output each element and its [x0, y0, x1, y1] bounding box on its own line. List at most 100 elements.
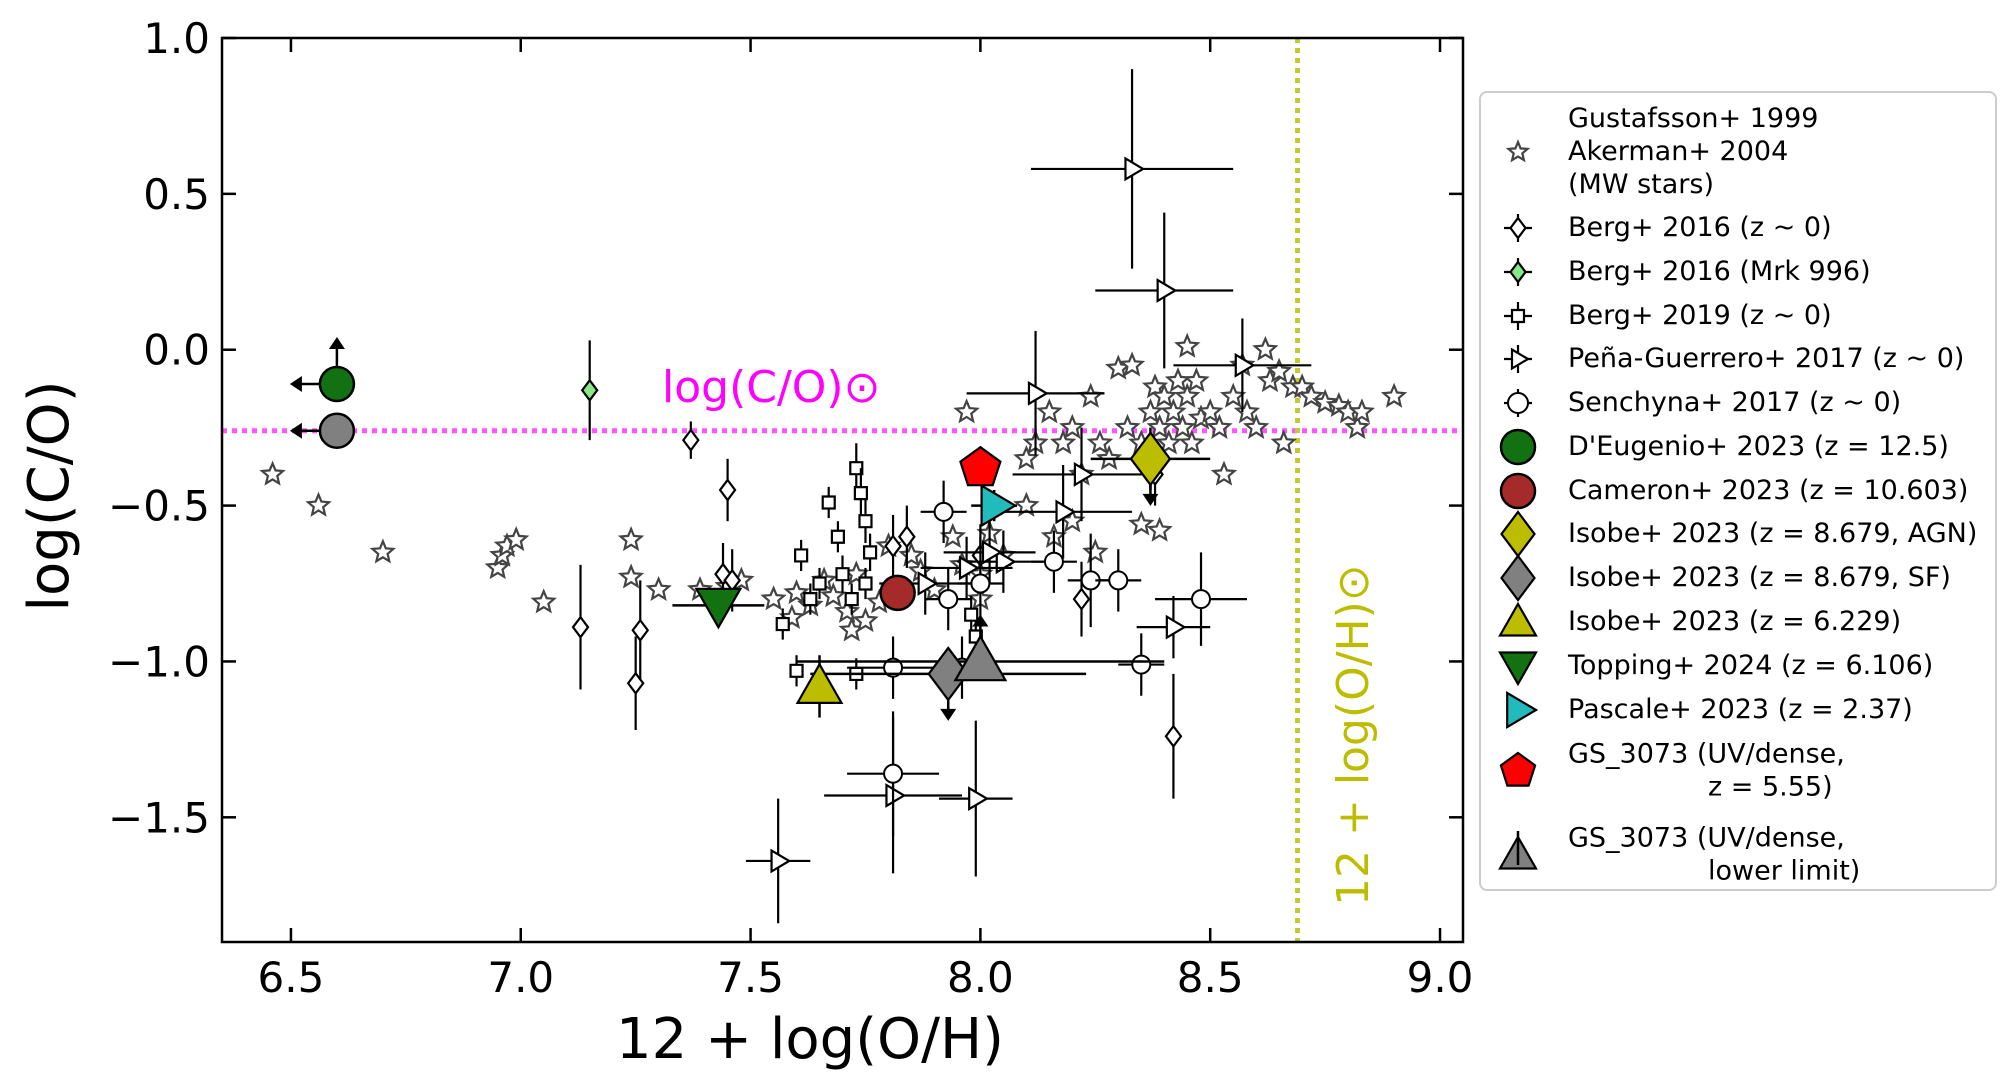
y-axis-label: log(C/O) — [17, 380, 82, 611]
legend-marker — [1499, 472, 1537, 510]
x-tick-label: 7.0 — [487, 953, 554, 1002]
highlight-series-10 — [795, 662, 844, 704]
legend-entry-7: Cameron+ 2023 (z = 10.603) — [1499, 472, 1968, 510]
data-point — [1072, 587, 1091, 611]
data-point — [803, 592, 818, 607]
legend-label: Topping+ 2024 (z = 6.106) — [1567, 650, 1933, 681]
data-point — [835, 567, 850, 582]
x-tick-label: 9.0 — [1407, 953, 1474, 1002]
data-point — [1146, 413, 1173, 439]
x-tick-label: 8.0 — [947, 953, 1014, 1002]
legend-label: Isobe+ 2023 (z = 6.229) — [1568, 606, 1901, 637]
legend-entry-2: Berg+ 2016 (Mrk 996) — [1504, 256, 1871, 287]
plot-area: log(C/O)⊙12 + log(O/H)⊙ — [222, 38, 1463, 942]
legend-label: lower limit) — [1708, 856, 1860, 887]
legend-label: Gustafsson+ 1999 — [1568, 103, 1818, 134]
legend-label: Isobe+ 2023 (z = 8.679, SF) — [1568, 562, 1951, 593]
data-point — [681, 428, 700, 452]
data-point — [1178, 429, 1206, 455]
legend-label: Senchyna+ 2017 (z ~ 0) — [1568, 387, 1901, 418]
legend-entry-9: Isobe+ 2023 (z = 8.679, SF) — [1500, 554, 1951, 602]
data-point — [1043, 551, 1064, 572]
data-point — [714, 562, 732, 586]
data-point — [1129, 430, 1172, 487]
y-tick-label: 1.0 — [143, 14, 210, 63]
solar-co-label: log(C/O)⊙ — [662, 362, 880, 413]
data-point — [1055, 499, 1077, 525]
legend-marker — [1509, 216, 1527, 240]
data-point — [852, 607, 879, 633]
highlight-series-6 — [318, 365, 356, 403]
data-point — [775, 616, 790, 632]
x-axis-label: 12 + log(O/H) — [616, 1007, 1004, 1072]
data-point — [812, 576, 827, 591]
legend-entry-4: Peña-Guerrero+ 2017 (z ~ 0) — [1504, 343, 1964, 374]
data-point — [631, 618, 650, 643]
plot-frame — [220, 36, 1465, 944]
legend-label: Isobe+ 2023 (z = 8.679, AGN) — [1568, 518, 1977, 549]
data-point — [369, 538, 396, 564]
data-point — [1036, 398, 1063, 424]
legend-label: Akerman+ 2004 — [1568, 136, 1788, 167]
data-point — [694, 587, 743, 630]
data-point — [530, 588, 557, 614]
series-1 — [571, 421, 1183, 799]
data-point — [783, 579, 810, 605]
data-point — [1174, 332, 1201, 358]
highlight-series-11 — [694, 587, 743, 630]
legend-marker — [1505, 139, 1531, 163]
data-point — [1124, 156, 1146, 182]
legend-entry-11: Topping+ 2024 (z = 6.106) — [1498, 650, 1933, 687]
data-point — [645, 576, 672, 602]
legend-marker — [1510, 308, 1526, 324]
legend-entry-12: Pascale+ 2023 (z = 2.37) — [1506, 690, 1913, 730]
data-point — [1344, 413, 1371, 439]
data-point — [1077, 382, 1104, 408]
legend-label: GS_3073 (UV/dense, — [1568, 823, 1845, 854]
data-point — [1169, 413, 1196, 439]
legend-marker — [1509, 260, 1527, 284]
data-point — [1128, 510, 1155, 536]
legend-label: Peña-Guerrero+ 2017 (z ~ 0) — [1568, 343, 1964, 374]
legend-label: GS_3073 (UV/dense, — [1568, 739, 1845, 770]
data-point — [830, 529, 846, 544]
y-tick-label: −0.5 — [108, 482, 210, 531]
data-point — [1164, 367, 1192, 393]
data-point — [1137, 398, 1164, 424]
legend-marker — [1507, 392, 1529, 414]
data-point — [259, 460, 286, 486]
legend-label: D'Eugenio+ 2023 (z = 12.5) — [1568, 431, 1949, 462]
data-point — [980, 483, 1018, 528]
data-point — [1155, 429, 1183, 455]
data-point — [858, 514, 873, 529]
legend-box — [1479, 91, 1997, 891]
data-point — [1174, 382, 1201, 408]
legend-entry-5: Senchyna+ 2017 (z ~ 0) — [1504, 387, 1901, 418]
data-point — [1183, 367, 1210, 393]
data-point — [862, 545, 878, 560]
legend-marker — [1506, 690, 1539, 730]
legend-label: z = 5.55) — [1708, 772, 1833, 803]
data-point — [1242, 413, 1270, 439]
data-point — [1131, 654, 1152, 675]
data-point — [858, 576, 873, 591]
data-point — [853, 486, 868, 501]
data-point — [580, 378, 599, 403]
data-point — [1233, 398, 1261, 424]
legend-entry-13: GS_3073 (UV/dense,z = 5.55) — [1499, 739, 1845, 803]
data-point — [917, 571, 939, 596]
data-point — [959, 445, 1002, 487]
legend-marker — [1499, 751, 1537, 787]
data-point — [1114, 413, 1141, 439]
data-point — [617, 526, 645, 552]
series-3 — [775, 443, 983, 690]
legend-marker — [1498, 601, 1538, 637]
x-tick-label: 6.5 — [258, 953, 325, 1002]
legend-label: Pascale+ 2023 (z = 2.37) — [1568, 694, 1913, 725]
series-2 — [580, 340, 599, 441]
x-tick-label: 8.5 — [1177, 953, 1244, 1002]
data-point — [953, 634, 1008, 682]
data-point — [933, 501, 954, 522]
highlight-series-7 — [879, 574, 916, 612]
